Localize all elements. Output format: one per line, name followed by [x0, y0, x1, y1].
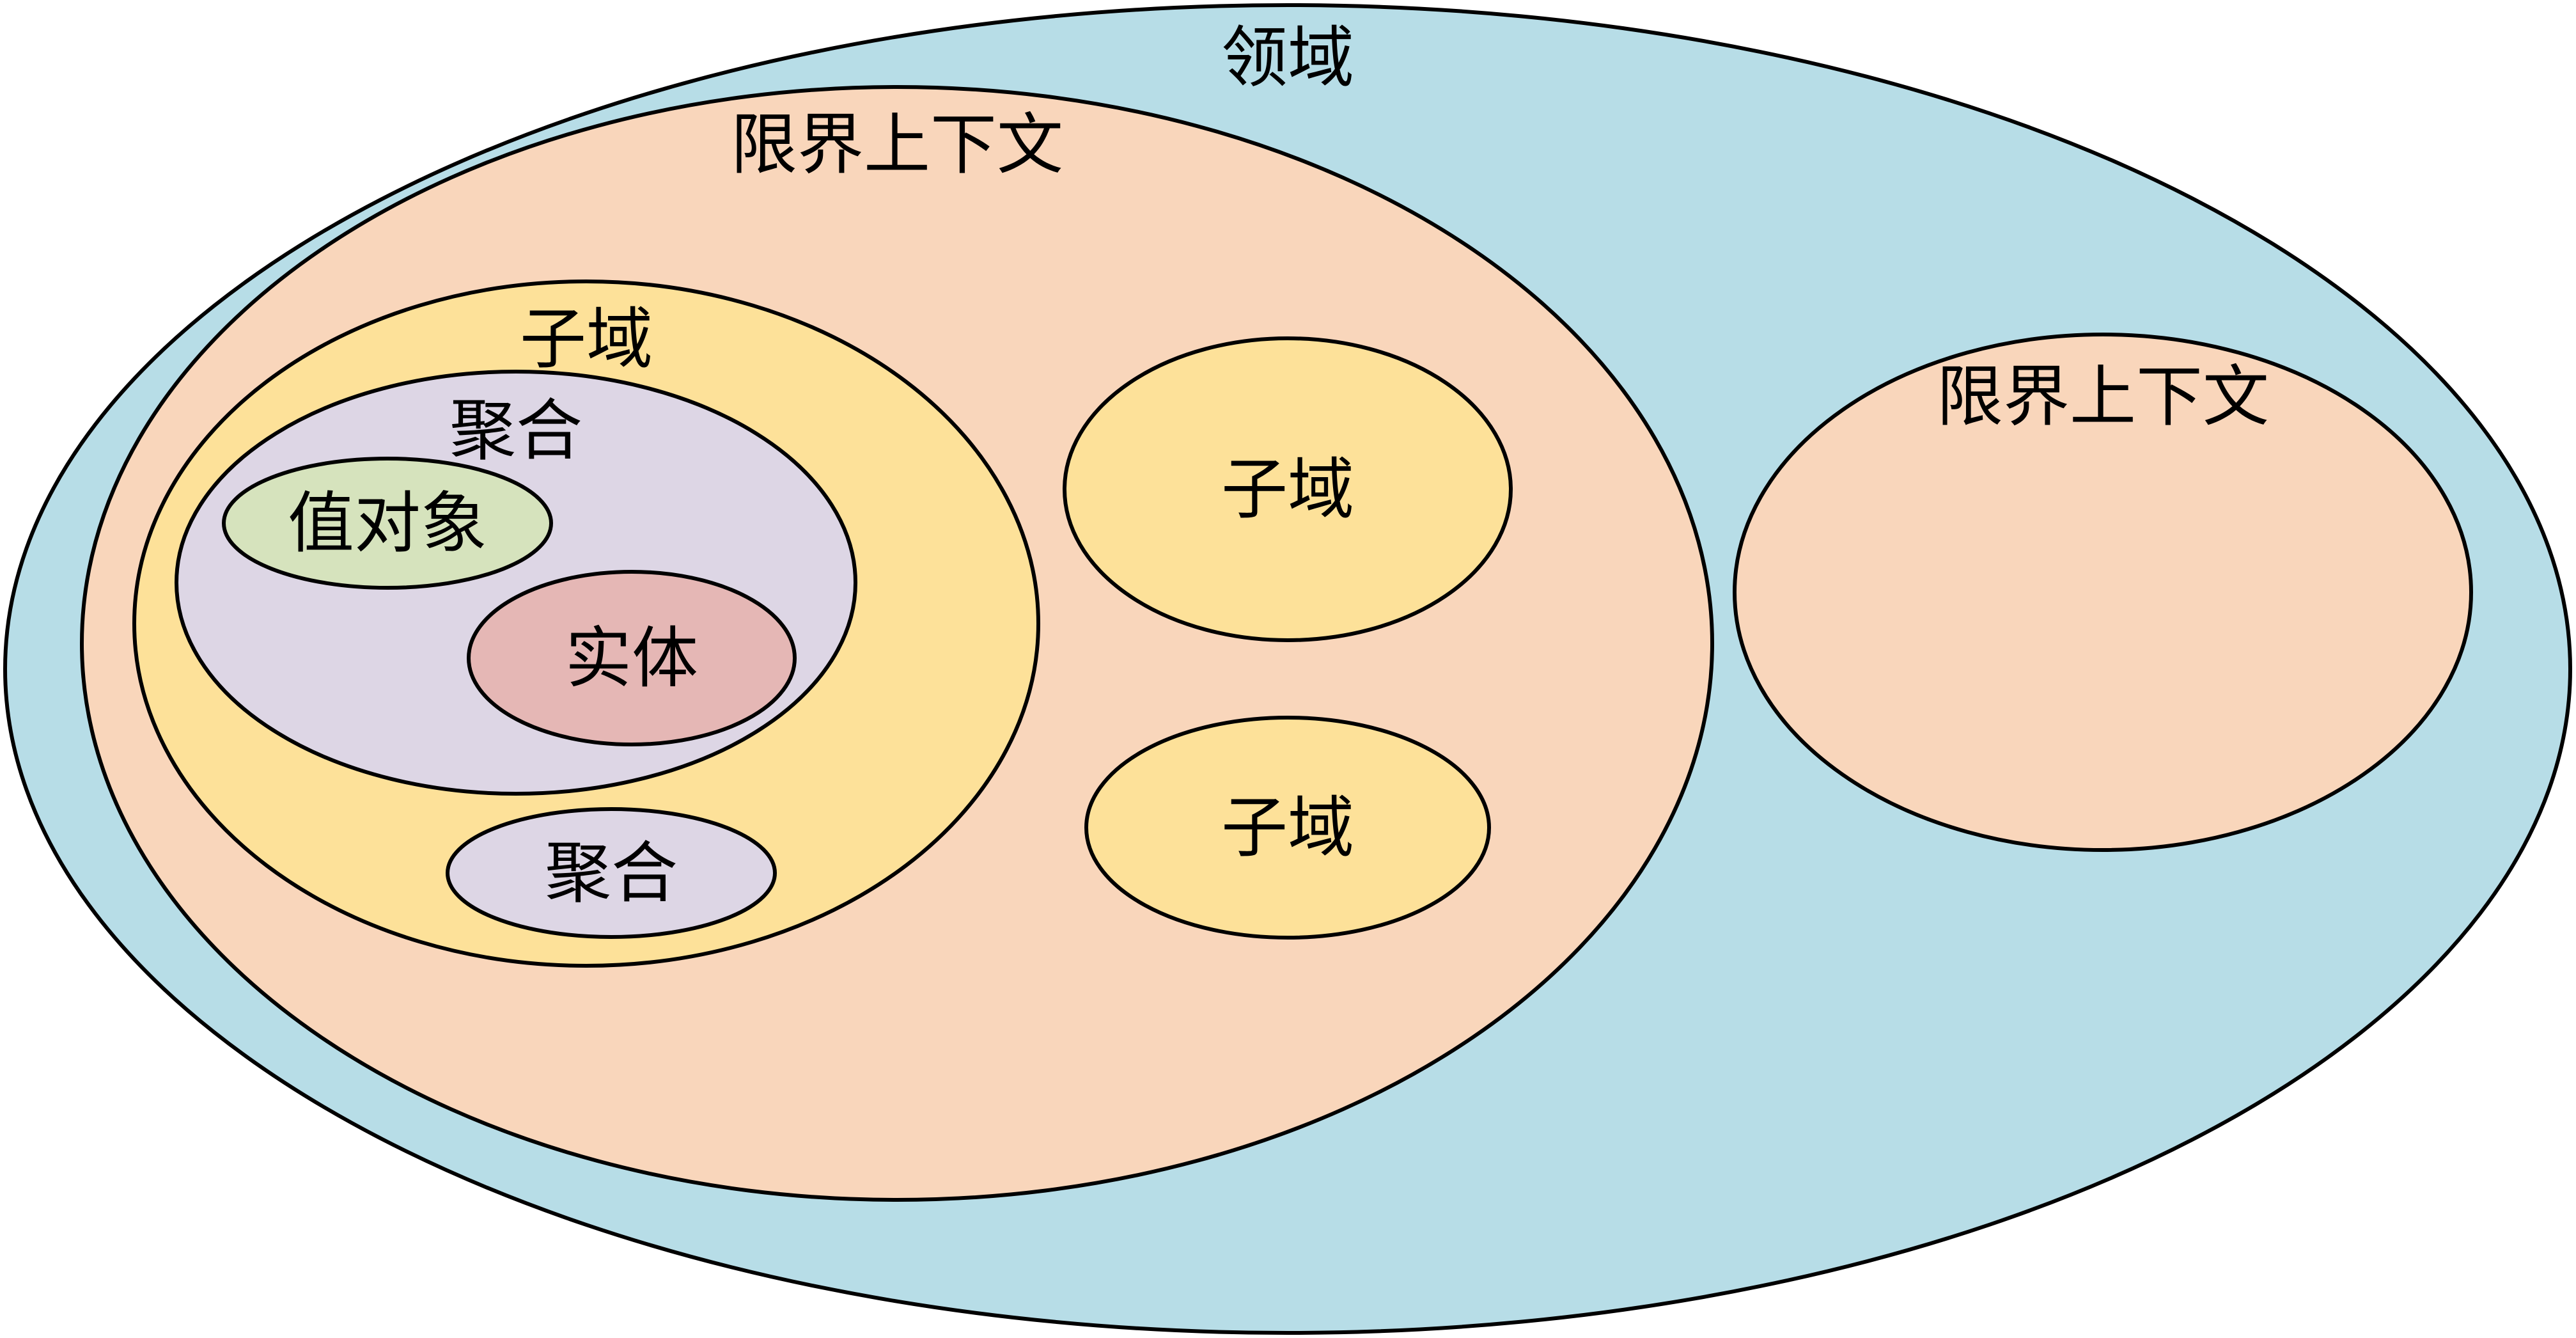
entity-label: 实体: [565, 619, 698, 697]
subdomain-upper-label: 子域: [1221, 450, 1354, 528]
aggregate-second-label: 聚合: [545, 834, 678, 912]
domain-label: 领域: [1221, 19, 1354, 97]
value-object-ellipse: [222, 457, 553, 590]
aggregate-main-label: 聚合: [449, 391, 582, 469]
subdomain-upper-ellipse: [1063, 336, 1513, 642]
bounded-context-right-ellipse: [1733, 333, 2473, 852]
bounded-context-main-label: 限界上下文: [731, 106, 1063, 184]
bounded-context-right-label: 限界上下文: [1937, 358, 2269, 436]
aggregate-second-ellipse: [446, 807, 777, 939]
entity-ellipse: [467, 570, 797, 746]
value-object-label: 值对象: [288, 484, 487, 562]
subdomain-lower-label: 子域: [1221, 789, 1354, 867]
subdomain-main-label: 子域: [520, 300, 653, 378]
subdomain-lower-ellipse: [1084, 716, 1491, 940]
